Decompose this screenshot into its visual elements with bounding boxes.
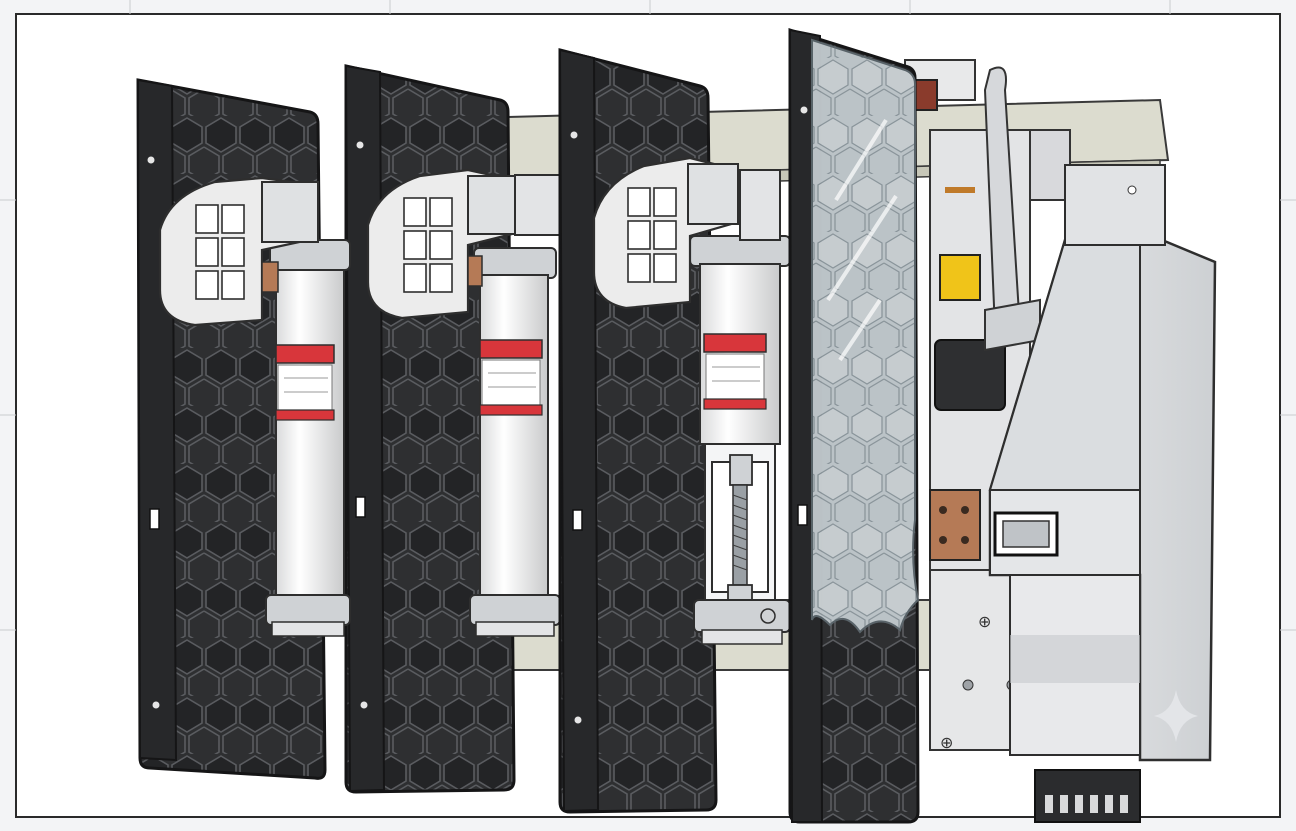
border-ticks [0,0,1296,631]
terminal-connector [1034,769,1141,823]
transparent-shield [811,38,920,634]
black-solenoid [934,339,1006,411]
mechanism-housing [988,164,1217,823]
fuse-holder-2 [366,168,561,637]
yellow-coil [939,254,981,301]
fuse-cartridge-1 [275,269,345,611]
fuse-holder-1 [158,176,351,637]
sparkle-icon [1154,690,1198,742]
fuse-holder-3 [592,156,791,645]
svg-text:⊕: ⊕ [978,614,991,631]
operating-mechanism: ⊕ ⊕ [904,59,1041,752]
copper-terminal-block [929,489,981,561]
svg-text:⊕: ⊕ [940,735,953,752]
fuse-cartridge-2 [479,274,549,611]
fuse-cutaway [704,443,776,614]
